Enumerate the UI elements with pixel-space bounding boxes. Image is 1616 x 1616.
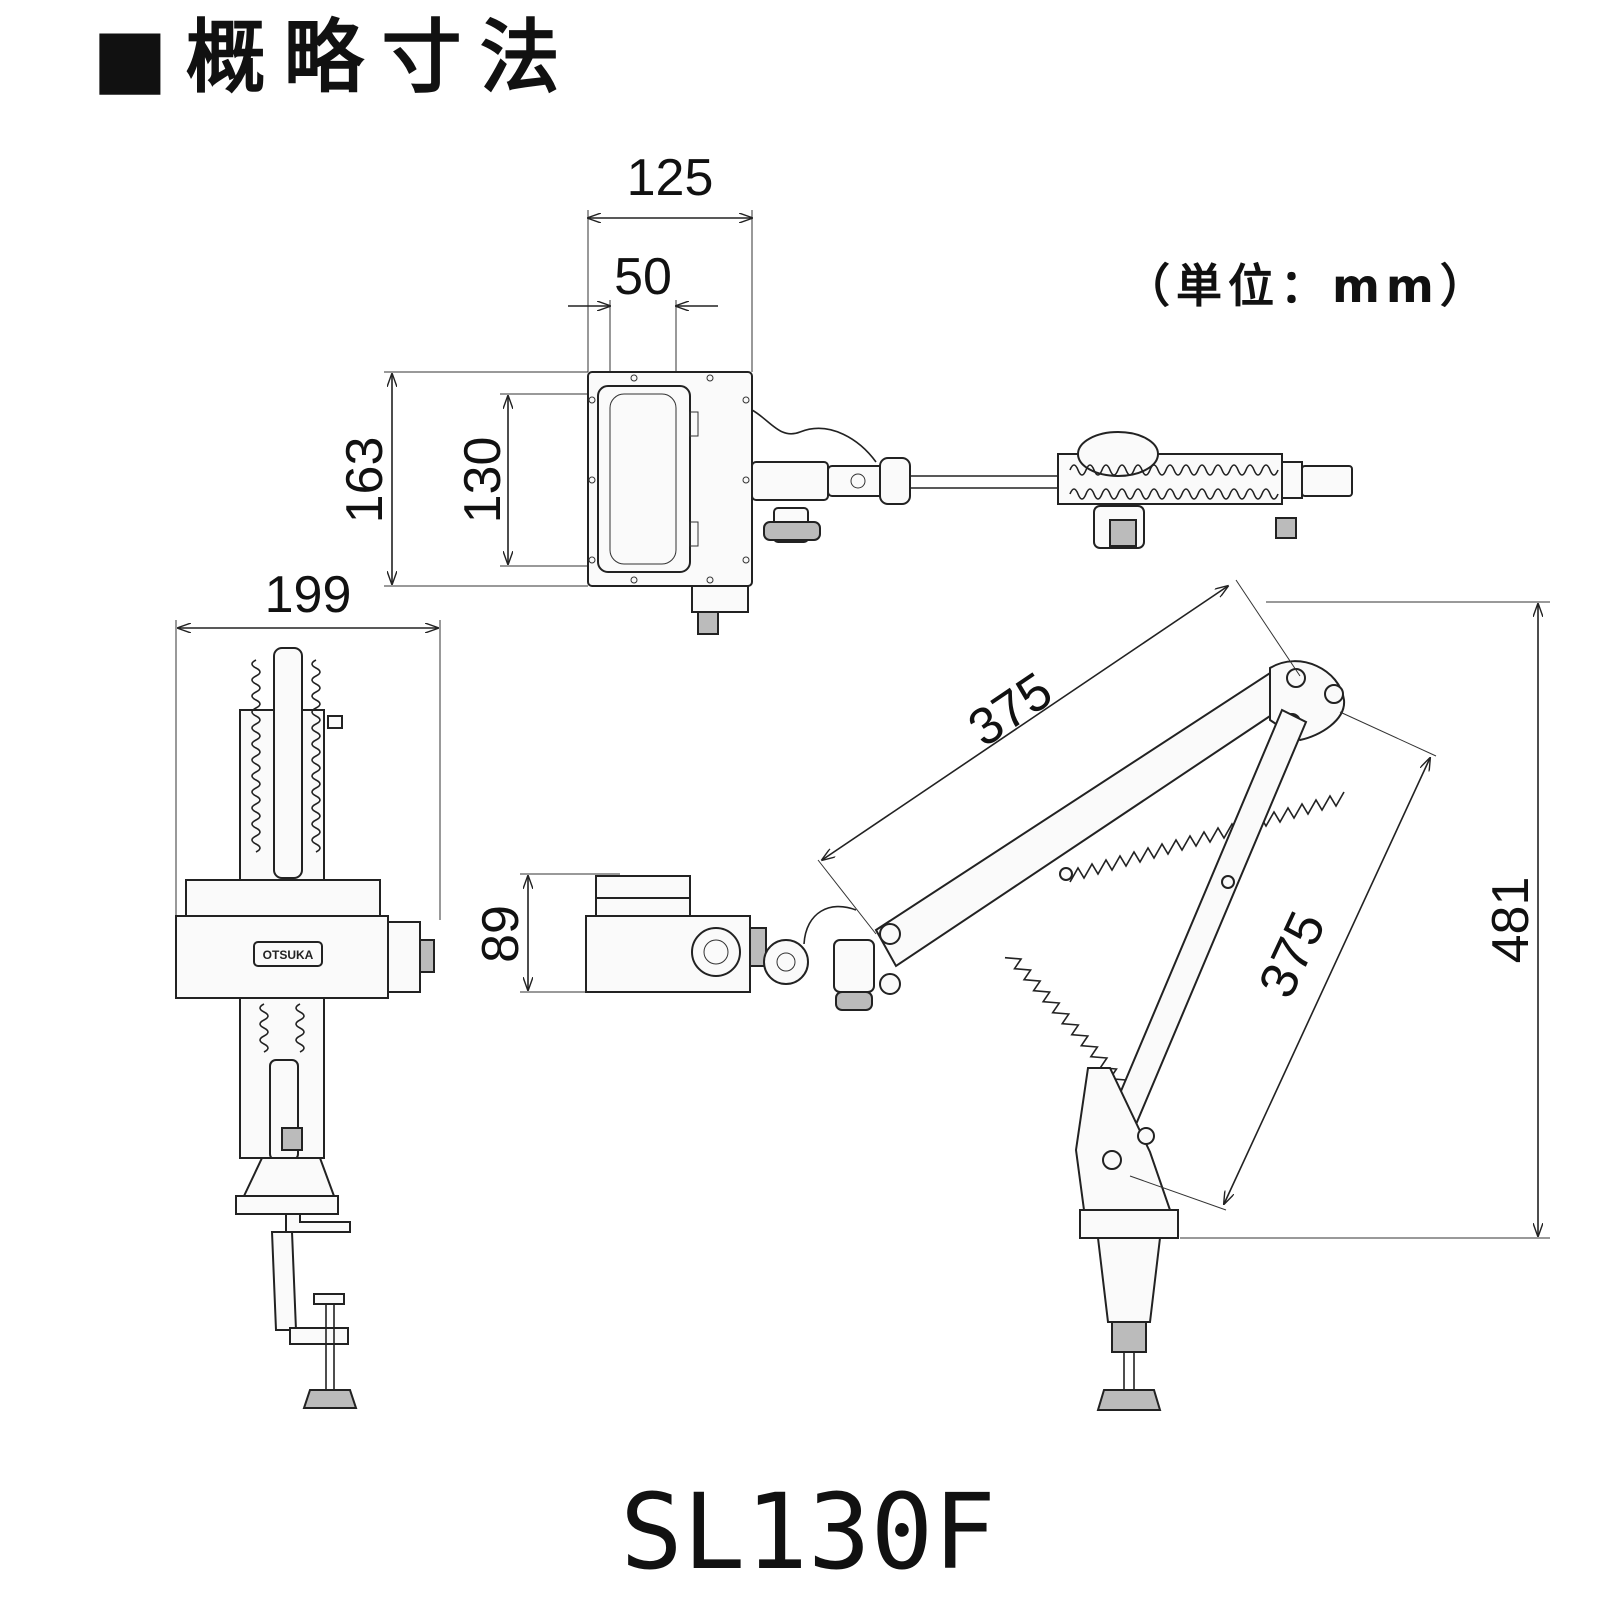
dim-line-375-lower — [1224, 758, 1430, 1204]
dim-481: 481 — [1482, 877, 1540, 964]
dim-125: 125 — [627, 149, 714, 207]
unit-note: （単位：mm） — [1124, 259, 1492, 313]
dim-50: 50 — [614, 248, 672, 306]
dim-130: 130 — [454, 437, 512, 524]
side-view: 89 — [472, 579, 1550, 1411]
page-title: ■概略寸法 — [92, 11, 578, 104]
dim-line-375-upper — [822, 586, 1228, 860]
model-name: SL130F — [620, 1471, 996, 1593]
dim-375-lower: 375 — [1248, 903, 1337, 1006]
dim-163: 163 — [336, 437, 394, 524]
logo-text: OTSUKA — [263, 948, 314, 962]
dim-375-upper: 375 — [958, 662, 1062, 759]
dim-89: 89 — [472, 905, 530, 963]
dim-199: 199 — [265, 566, 352, 624]
top-view: 125 50 163 130 — [336, 149, 1353, 635]
front-view: 199 OTSUKA — [175, 566, 441, 1409]
